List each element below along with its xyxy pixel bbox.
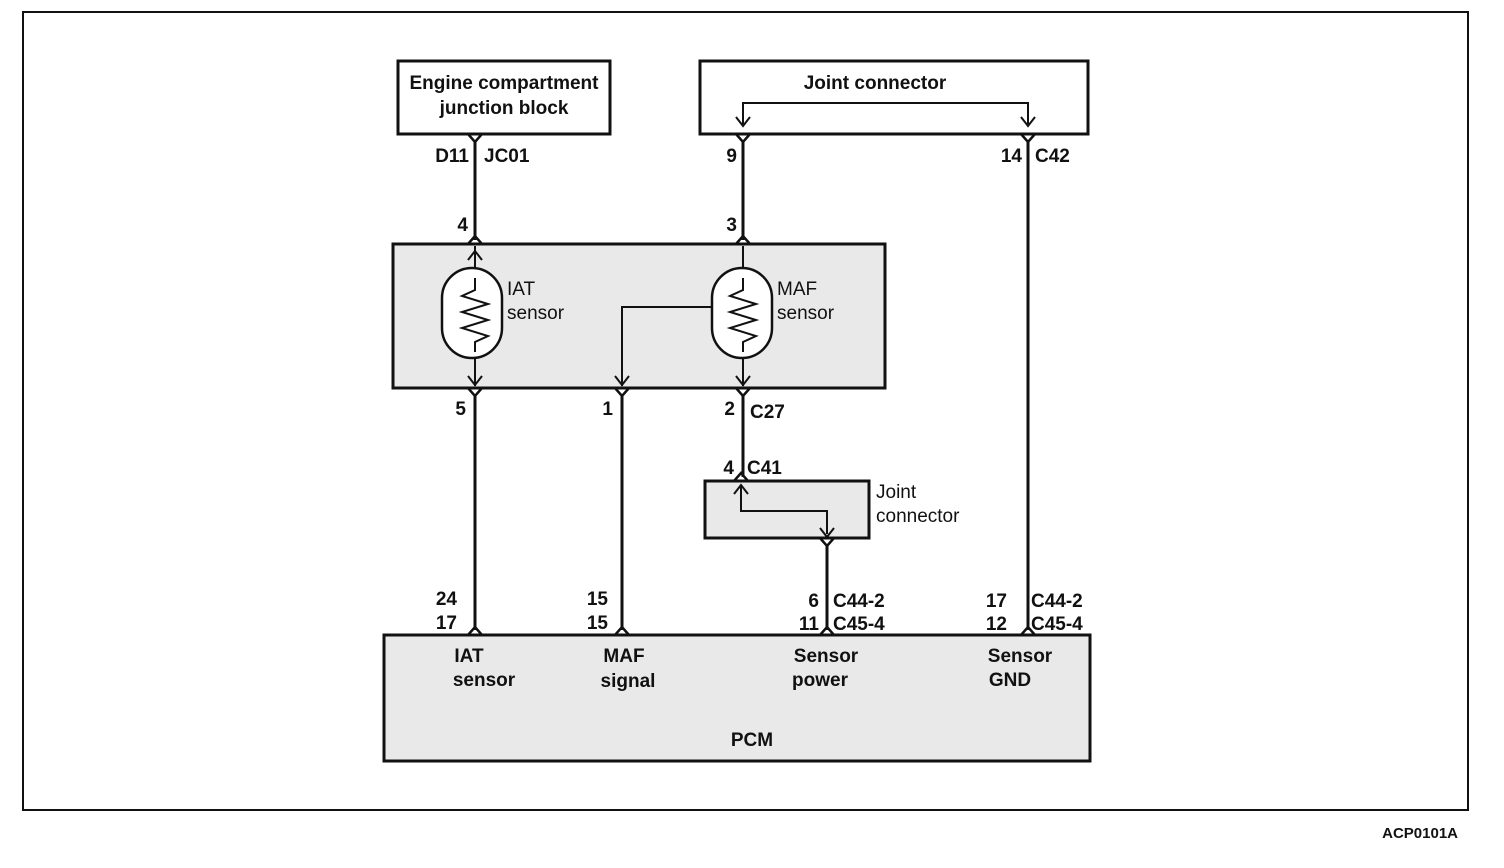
pin-label-pcm-gnd-a: 17 — [986, 591, 1007, 612]
pin-c41 — [733, 471, 749, 482]
jc-top-arrow-left — [735, 116, 751, 128]
pcm-label: PCM — [731, 730, 773, 751]
pin-pcm-iat — [467, 625, 483, 636]
junction-block-box — [396, 59, 612, 136]
pin-label-14: 14 — [1001, 146, 1023, 167]
pin-jc01 — [467, 133, 483, 144]
maf-signal-arrow-down — [614, 375, 630, 387]
pin-maf-top — [735, 234, 751, 245]
pin-label-jc01: JC01 — [484, 146, 530, 167]
pin-label-pcm-gnd-conn-b: C45-4 — [1031, 614, 1083, 635]
pin-c42 — [1020, 133, 1036, 144]
pin-label-pcm-iat-a: 24 — [436, 589, 458, 610]
pin-label-c42: C42 — [1035, 146, 1070, 167]
pin-label-pcm-maf-b: 15 — [587, 613, 609, 634]
c41-arrow-up — [733, 483, 749, 495]
pcm-terminal-iat-line2: sensor — [453, 670, 516, 691]
iat-sensor-label-line1: IAT — [507, 279, 536, 300]
junction-block-label-line1: Engine compartment — [410, 73, 600, 94]
joint-connector-bottom-label-line2: connector — [876, 506, 960, 527]
joint-connector-top-label: Joint connector — [804, 73, 947, 94]
joint-connector-top-box — [698, 59, 1090, 136]
maf-sensor-label-line2: sensor — [777, 303, 835, 324]
iat-sensor-label-line2: sensor — [507, 303, 565, 324]
pin-label-2: 2 — [724, 399, 735, 420]
pin-iat-top — [467, 234, 483, 245]
maf-signal-internal — [621, 306, 743, 386]
pin-jc-bottom-out — [819, 537, 835, 548]
pin-label-9: 9 — [726, 146, 737, 167]
pin-label-4-top: 4 — [457, 215, 468, 236]
pcm-terminal-power-line1: Sensor — [794, 646, 859, 667]
joint-connector-top-bus — [742, 102, 1029, 124]
pin-pcm-power — [819, 625, 835, 636]
pin-pcm-gnd — [1020, 625, 1036, 636]
pin-label-3-top: 3 — [726, 215, 737, 236]
pcm-terminal-maf-line1: MAF — [603, 646, 644, 667]
maf-sensor-label-line1: MAF — [777, 279, 817, 300]
pin-label-5: 5 — [455, 399, 466, 420]
jc-top-arrow-right — [1020, 116, 1036, 128]
pin-label-pcm-power-b: 11 — [799, 614, 820, 635]
pcm-terminal-gnd-line1: Sensor — [988, 646, 1053, 667]
pin-label-c27: C27 — [750, 402, 785, 423]
iat-arrow-down — [467, 375, 483, 387]
pin-label-pcm-iat-b: 17 — [436, 613, 457, 634]
figure-id: ACP0101A — [1382, 825, 1458, 842]
pin-c27-1 — [614, 387, 630, 398]
junction-block-label-line2: junction block — [439, 98, 569, 119]
pcm-terminal-gnd-line2: GND — [989, 670, 1031, 691]
pin-label-pcm-gnd-b: 12 — [986, 614, 1007, 635]
pin-label-d11: D11 — [435, 146, 469, 167]
maf-sensor-thermistor — [710, 266, 774, 360]
pin-pcm-maf — [614, 625, 630, 636]
maf-arrow-down — [735, 375, 751, 387]
pin-label-pcm-power-conn-b: C45-4 — [833, 614, 885, 635]
pin-label-pcm-power-a: 6 — [808, 591, 819, 612]
joint-connector-bottom-box — [703, 479, 871, 540]
pin-label-c41: C41 — [747, 458, 782, 479]
pcm-terminal-maf-line2: signal — [601, 671, 656, 692]
iat-sensor-thermistor — [440, 266, 504, 360]
pin-label-pcm-power-conn-a: C44-2 — [833, 591, 885, 612]
joint-connector-bottom-label-line1: Joint — [876, 482, 917, 503]
iat-arrow-up — [467, 249, 483, 261]
joint-connector-bottom-bus — [740, 485, 828, 534]
pcm-terminal-power-line2: power — [792, 670, 849, 691]
pcm-box — [382, 633, 1092, 763]
jc-bottom-arrow — [819, 527, 835, 539]
pin-c27-5 — [467, 387, 483, 398]
pin-label-1: 1 — [602, 399, 613, 420]
pin-label-pcm-gnd-conn-a: C44-2 — [1031, 591, 1083, 612]
pin-label-pcm-maf-a: 15 — [587, 589, 609, 610]
pin-c27-2 — [735, 387, 751, 398]
pin-jc9 — [735, 133, 751, 144]
pin-label-4-c41: 4 — [723, 458, 734, 479]
pcm-terminal-iat-line1: IAT — [454, 646, 484, 667]
